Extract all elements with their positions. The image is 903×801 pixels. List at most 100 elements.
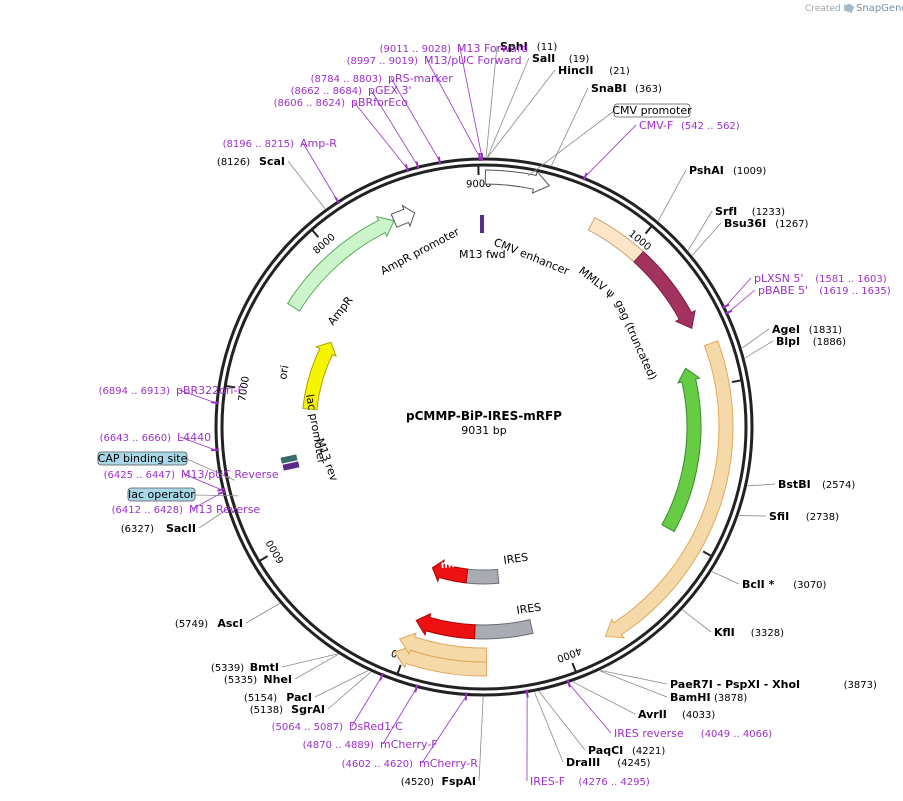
backbone-inner-ring — [220, 163, 748, 691]
site-label: BmtI(5339) — [211, 661, 279, 674]
mmlv-psi-label: MMLV ψ — [576, 264, 617, 300]
site-name: HincII — [558, 64, 594, 77]
site-position: (6327) — [121, 524, 154, 535]
primer-name: pRS-marker — [388, 72, 453, 85]
site-label: SacII(6327) — [121, 522, 196, 535]
primer-label: IRES-F(4276 .. 4295) — [530, 775, 650, 788]
primer-label: CMV-F(542 .. 562) — [639, 119, 740, 132]
boxed-label-text: lac operator — [128, 488, 195, 501]
ires-label-outer: IRES — [516, 601, 542, 617]
primer-name: CMV-F — [639, 119, 673, 132]
site-leader-line — [599, 670, 668, 698]
site-position: (5138) — [250, 705, 283, 716]
boxed-label-text: CMV promoter — [612, 104, 692, 117]
primer-leader-line — [351, 676, 382, 727]
feature-arc — [465, 568, 500, 585]
small-features — [280, 215, 484, 471]
site-name: AscI — [217, 617, 243, 630]
site-leader-line — [198, 509, 228, 529]
boxed-label-frame — [97, 451, 188, 466]
site-name: PacI — [286, 691, 312, 704]
primer-leader-line — [178, 389, 216, 404]
tick-label: 6000 — [265, 538, 287, 565]
feature-arc — [661, 367, 702, 533]
ampr-promoter-label: AmpR promoter — [378, 225, 462, 278]
site-position: (363) — [635, 84, 662, 95]
site-leader-line — [314, 670, 369, 698]
feature-arc — [415, 612, 476, 640]
site-position: (1831) — [809, 325, 842, 336]
primer-label: DsRed1-C(5064 .. 5087) — [272, 720, 403, 733]
site-label: SfiI(2738) — [769, 510, 839, 523]
site-label: AgeI(1831) — [772, 323, 842, 336]
site-name: SalI — [532, 52, 555, 65]
primer-position: (6425 .. 6447) — [104, 470, 176, 481]
primer-tick — [721, 303, 730, 310]
primer-position: (8662 .. 8684) — [291, 86, 363, 97]
site-name: SphI — [500, 40, 528, 53]
site-leader-line — [487, 57, 530, 158]
mrfp1-label-inner: mRFP1 — [440, 557, 480, 571]
tick-mark — [225, 384, 236, 389]
site-name: SfiI — [769, 510, 789, 523]
site-position: (3878) — [714, 693, 747, 704]
primer-name: M13 Reverse — [189, 503, 260, 516]
primer-tick — [379, 672, 384, 681]
site-position: (8126) — [217, 157, 250, 168]
primer-name: M13/pUC Reverse — [181, 468, 279, 481]
feature-arc — [390, 204, 416, 228]
primer-label: mCherry-R(4602 .. 4620) — [342, 757, 479, 770]
box-leader-line — [527, 110, 615, 177]
site-leader-line — [281, 653, 338, 668]
plasmid-name: pCMMP-BiP-IRES-mRFP — [406, 409, 562, 423]
site-position: (5339) — [211, 663, 244, 674]
primer-label: pBR322ori-F(6894 .. 6913) — [99, 384, 244, 397]
site-position: (21) — [609, 66, 630, 77]
site-leader-line — [741, 328, 770, 349]
primer-position: (1581 .. 1603) — [815, 274, 887, 285]
site-position: (1267) — [775, 219, 808, 230]
site-name: NheI — [263, 673, 292, 686]
site-leader-line — [485, 45, 498, 158]
site-label: Bsu36I (1267) — [724, 217, 809, 230]
restriction-sites: SphI(11)SalI(19)HincII(21)SnaBI(363)PshA… — [121, 40, 877, 788]
primer-name: pGEX 3' — [368, 84, 412, 97]
site-position: (4033) — [682, 710, 715, 721]
site-label: BstBI(2574) — [778, 478, 855, 491]
snapgene-watermark: Created by SnapGene — [805, 3, 903, 14]
backbone-outer-ring — [214, 157, 754, 697]
site-label: PacI(5154) — [244, 691, 312, 704]
feature-arc — [473, 619, 534, 640]
site-label: KflI(3328) — [714, 626, 784, 639]
site-leader-line — [327, 671, 371, 710]
site-position: (2574) — [822, 480, 855, 491]
primer-leader-line — [725, 277, 752, 307]
primer-leader-line — [568, 683, 612, 734]
primer-leader-line — [728, 289, 756, 313]
site-leader-line — [245, 603, 280, 624]
tick-mark — [644, 225, 653, 235]
primer-label: pBABE 5'(1619 .. 1635) — [758, 284, 891, 297]
feature-arc — [431, 558, 469, 584]
primer-leader-line — [459, 47, 483, 158]
primer-name: IRES-F — [530, 775, 565, 788]
site-leader-line — [692, 222, 722, 256]
site-label: AvrII(4033) — [638, 708, 715, 721]
site-label: AscI(5749) — [175, 617, 243, 630]
primer-name: pBABE 5' — [758, 284, 808, 297]
tick-mark — [731, 379, 742, 384]
lac-operator-marker — [280, 454, 298, 464]
tick-mark — [311, 228, 320, 238]
primer-label: M13/pUC Reverse (6425 .. 6447) — [104, 468, 279, 481]
primer-labels: M13 Forward(9011 .. 9028)M13/pUC Forward… — [99, 42, 891, 788]
site-leader-line — [478, 696, 484, 782]
m13-rev-marker — [282, 461, 300, 471]
site-label: PshAI(1009) — [689, 164, 766, 177]
boxed-label-frame — [127, 487, 196, 502]
site-name: Bsu36I — [724, 217, 766, 230]
site-label: SgrAI(5138) — [250, 703, 325, 716]
feature-arc — [604, 340, 734, 639]
box-leader-line — [194, 494, 239, 497]
primer-position: (8784 .. 8803) — [311, 74, 383, 85]
